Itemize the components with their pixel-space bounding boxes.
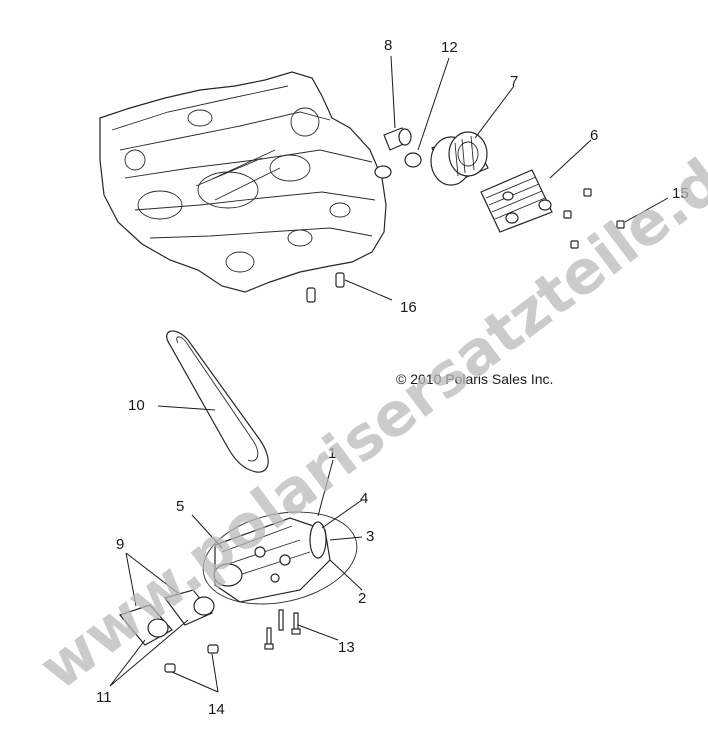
drive-belt <box>166 330 269 473</box>
engine-block <box>99 71 387 293</box>
leader-lines <box>109 55 669 693</box>
pump-bolts <box>264 609 301 650</box>
oil-pump-assembly <box>202 511 358 605</box>
callout-4: 4 <box>360 490 368 507</box>
pickup-tubes <box>118 589 215 646</box>
callout-16: 16 <box>400 299 417 316</box>
callout-11: 11 <box>96 689 112 706</box>
callout-10: 10 <box>128 397 145 414</box>
callout-13: 13 <box>338 639 355 656</box>
callout-6: 6 <box>590 127 598 144</box>
dowel-pins <box>306 272 345 303</box>
copyright-notice: © 2010 Polaris Sales Inc. <box>396 371 553 387</box>
oil-filter <box>430 131 489 186</box>
callout-labels: 1 2 3 4 5 6 7 8 9 10 11 12 13 14 15 16 <box>96 37 689 718</box>
callout-7: 7 <box>510 73 518 90</box>
callout-3: 3 <box>366 528 374 545</box>
callout-12: 12 <box>441 39 458 56</box>
cooler-bolts <box>563 188 625 249</box>
callout-8: 8 <box>384 37 392 54</box>
callout-9: 9 <box>116 536 124 553</box>
callout-1: 1 <box>328 445 336 462</box>
callout-5: 5 <box>176 498 184 515</box>
small-fittings <box>164 644 219 673</box>
filter-fitting <box>374 127 412 179</box>
o-ring <box>404 152 422 168</box>
callout-15: 15 <box>672 185 689 202</box>
oil-cooler <box>480 169 553 233</box>
callout-2: 2 <box>358 590 366 607</box>
callout-14: 14 <box>208 701 225 718</box>
